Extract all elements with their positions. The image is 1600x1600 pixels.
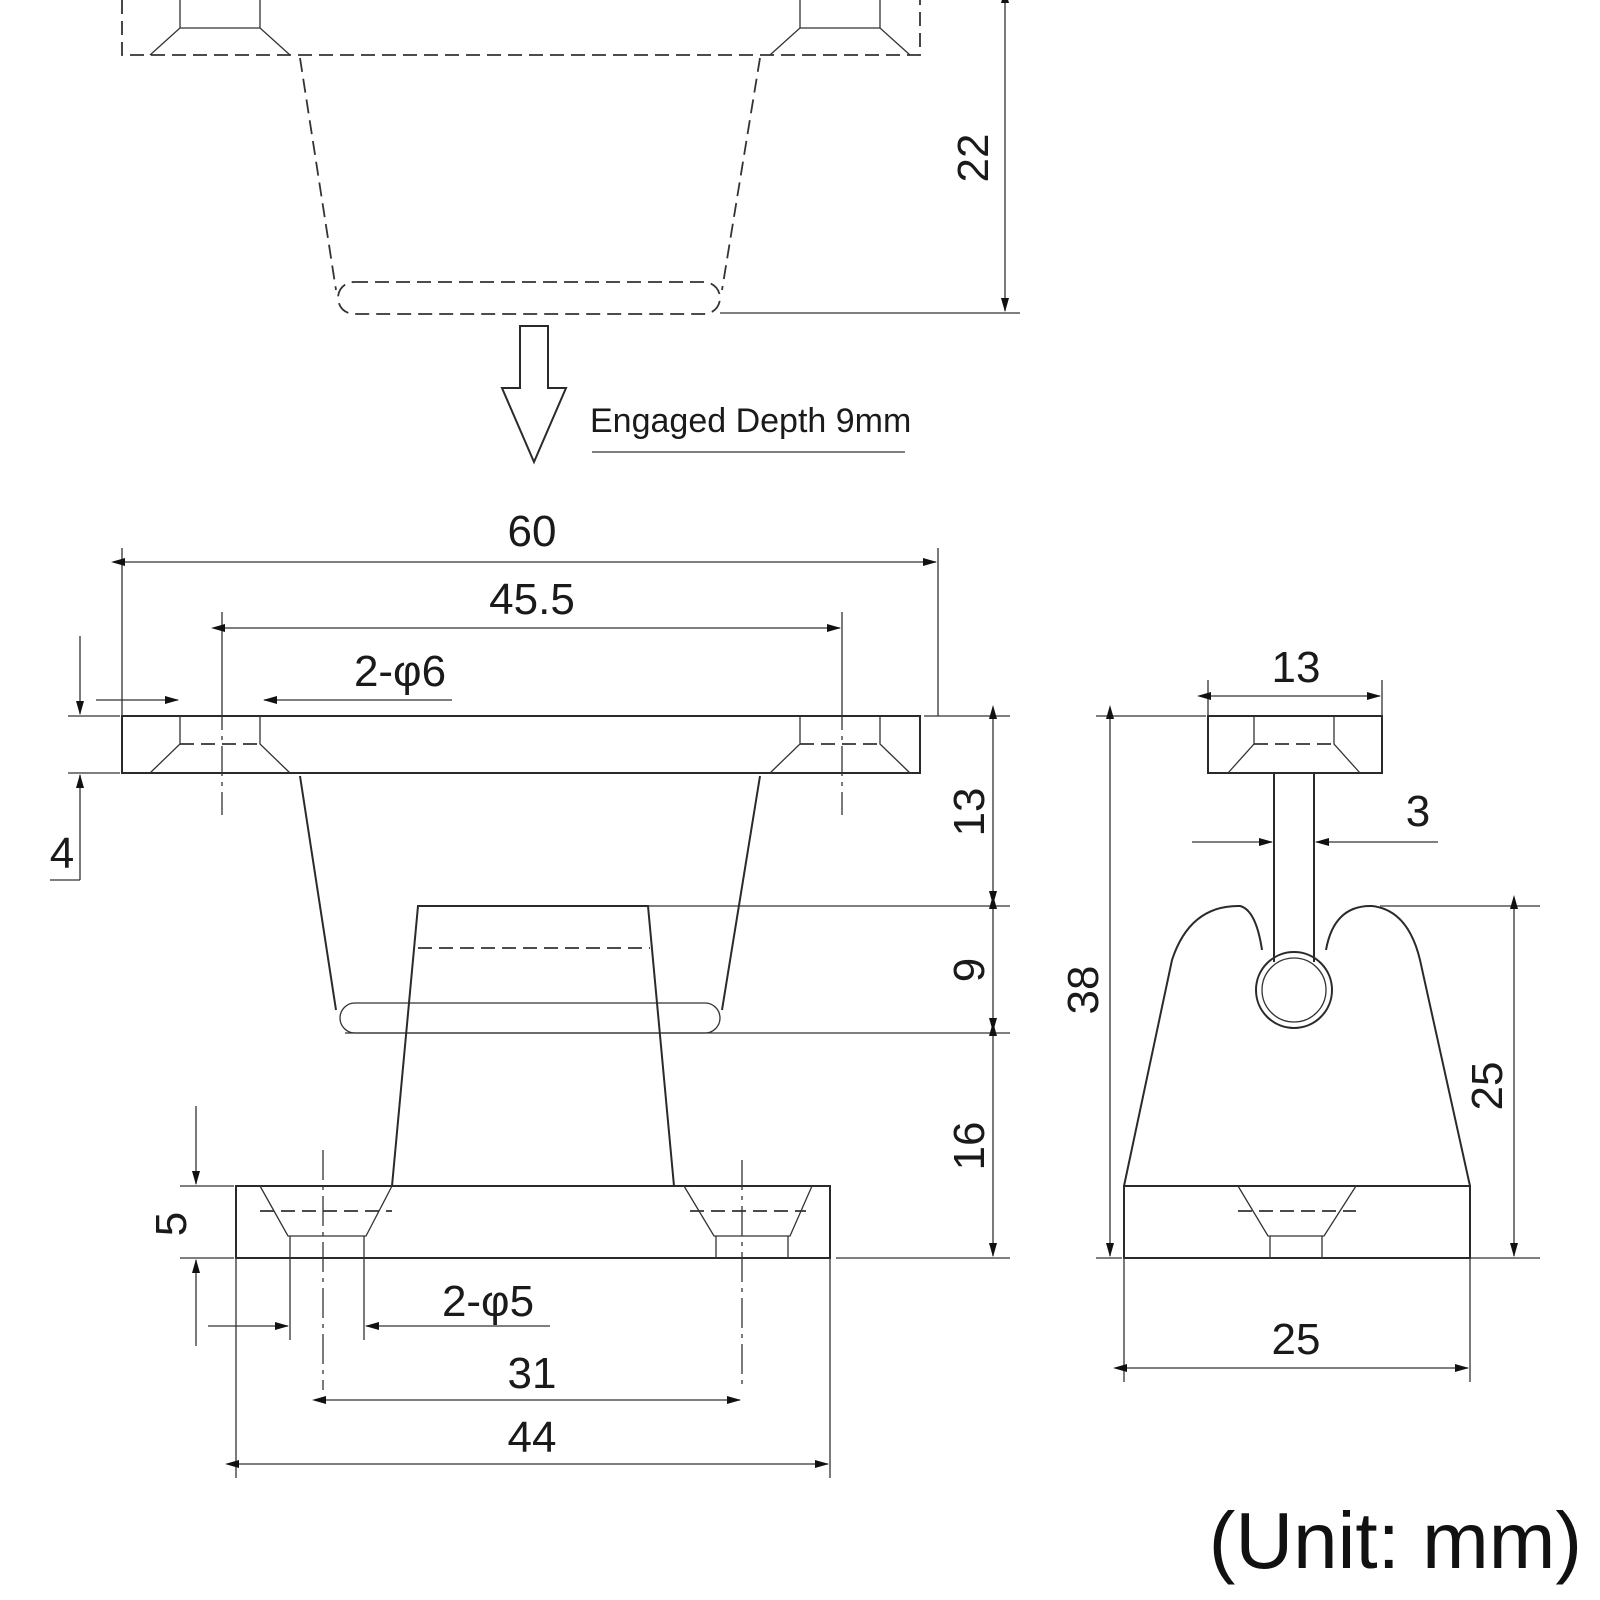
dim-top-holes: 2-φ6 bbox=[96, 647, 452, 704]
dim-hole-spacing-bottom: 31 bbox=[312, 1349, 741, 1404]
dim-overall-width-label: 60 bbox=[508, 507, 557, 556]
dim-hole-spacing-bottom-label: 31 bbox=[508, 1349, 557, 1398]
dim-lower-section-label: 16 bbox=[945, 1122, 994, 1171]
dim-upper-section-label: 13 bbox=[945, 788, 994, 837]
dim-top-flange: 4 bbox=[50, 636, 120, 881]
dim-bottom-width-label: 44 bbox=[508, 1413, 557, 1462]
dim-bottom-width: 44 bbox=[225, 1258, 831, 1478]
dim-side-top-width-label: 13 bbox=[1272, 643, 1321, 692]
dim-overall-width: 60 bbox=[111, 507, 939, 716]
dim-side-height: 38 bbox=[1059, 705, 1206, 1259]
dim-top-holes-label: 2-φ6 bbox=[354, 647, 446, 696]
dim-side-base-width-label: 25 bbox=[1272, 1315, 1321, 1364]
dim-side-top-width: 13 bbox=[1197, 643, 1383, 716]
dim-stem-width-label: 3 bbox=[1406, 787, 1430, 836]
dim-vertical-stack: 13 9 16 bbox=[924, 705, 1010, 1257]
dim-bottom-holes: 2-φ5 bbox=[208, 1258, 550, 1340]
engage-arrow bbox=[500, 325, 568, 465]
dim-bottom-flange: 5 bbox=[147, 1106, 234, 1346]
front-view bbox=[121, 700, 1010, 1390]
dim-bottom-flange-label: 5 bbox=[147, 1212, 196, 1236]
dim-hole-spacing-top-label: 45.5 bbox=[489, 575, 575, 624]
dim-engaged-label: 9 bbox=[945, 958, 994, 982]
dim-stem-width: 3 bbox=[1192, 787, 1438, 846]
dim-side-base-width: 25 bbox=[1113, 1258, 1471, 1382]
dim-top-flange-label: 4 bbox=[50, 829, 74, 878]
dim-bottom-holes-label: 2-φ5 bbox=[442, 1277, 534, 1326]
engaged-depth-note: Engaged Depth 9mm bbox=[590, 402, 911, 440]
dim-side-lower-height-label: 25 bbox=[1463, 1062, 1512, 1111]
dim-hole-spacing-top: 45.5 bbox=[211, 575, 843, 700]
dim-side-height-label: 38 bbox=[1059, 966, 1108, 1015]
dim-upper-height-label: 22 bbox=[949, 134, 998, 183]
side-view bbox=[1123, 715, 1540, 1259]
dim-side-lower-height: 25 bbox=[1380, 895, 1540, 1257]
upper-part-view bbox=[121, 0, 1020, 315]
dim-upper-height: 22 bbox=[949, 0, 1009, 312]
unit-label: (Unit: mm) bbox=[1209, 1496, 1582, 1585]
